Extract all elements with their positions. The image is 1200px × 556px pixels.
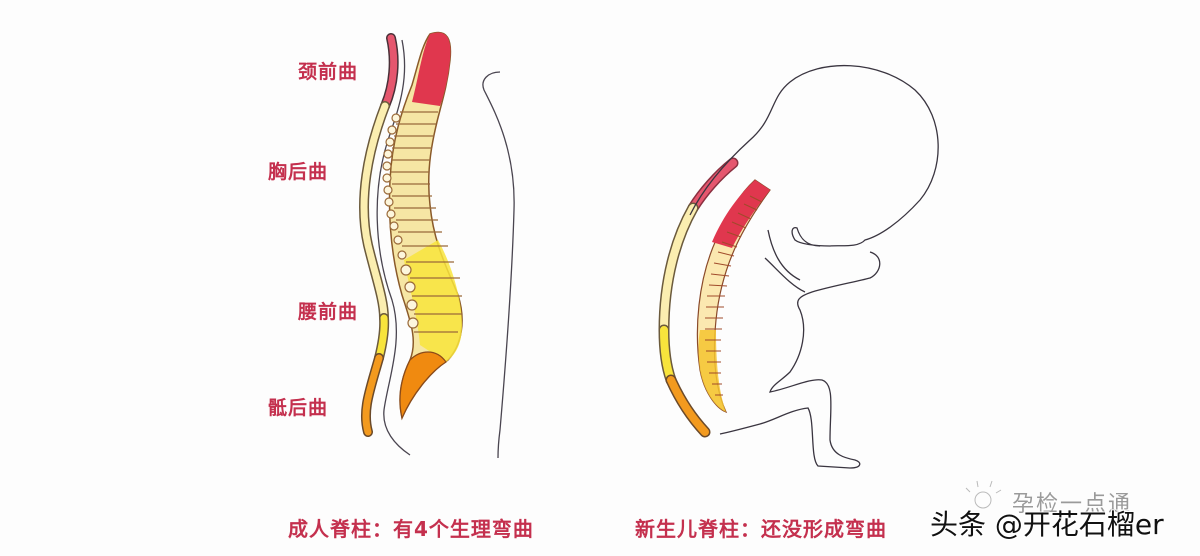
thoracic-curve-label: 胸后曲 xyxy=(268,161,329,183)
newborn-arm-outline xyxy=(764,229,806,293)
watermark-main-text: 头条 @开花石榴er xyxy=(930,508,1164,541)
adult-spine-caption: 成人脊柱：有4个生理弯曲 xyxy=(288,517,534,541)
watermark-logo-icon xyxy=(965,480,1002,509)
newborn-spine-caption: 新生儿脊柱：还没形成弯曲 xyxy=(635,517,887,541)
cervical-curve-label: 颈前曲 xyxy=(298,61,359,83)
adult-spine xyxy=(382,31,463,421)
newborn-body-outline xyxy=(689,64,939,469)
adult-body-outline xyxy=(482,71,515,459)
newborn-spine xyxy=(696,179,771,414)
newborn-curve-band xyxy=(658,157,739,438)
adult-guide-line xyxy=(376,39,411,456)
lumbar-curve-label: 腰前曲 xyxy=(298,301,359,323)
sacral-curve-label: 骶后曲 xyxy=(268,397,329,419)
adult-curve-band xyxy=(359,33,399,437)
watermark-sub-text: 孕检一点通 xyxy=(1012,492,1133,517)
